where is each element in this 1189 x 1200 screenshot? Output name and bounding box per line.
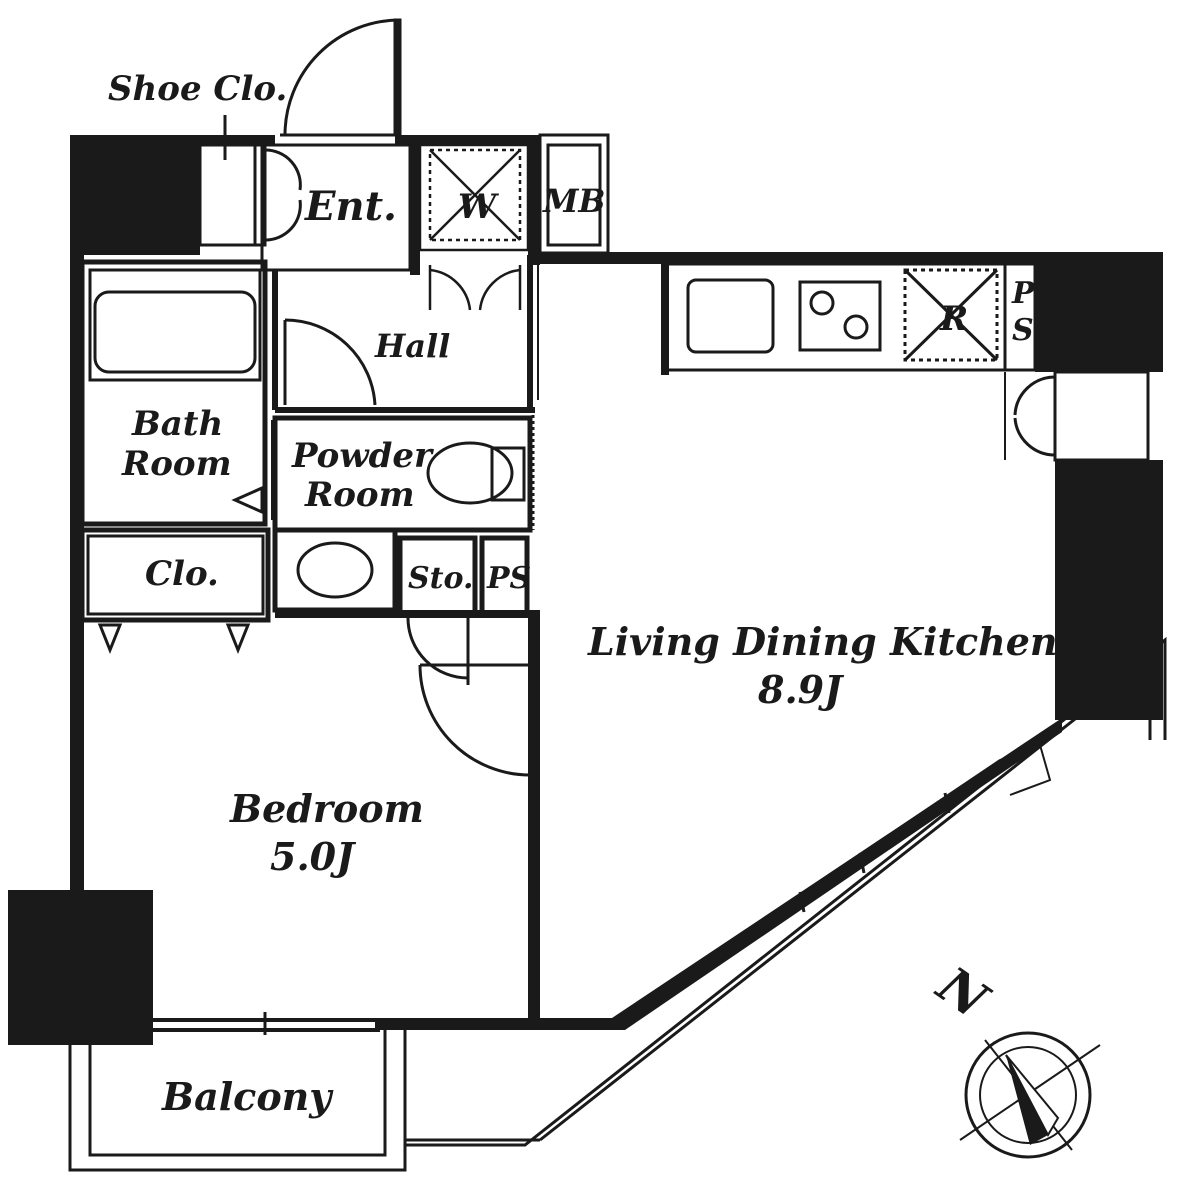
label-living-dining-kitchen-size: 8.9J bbox=[757, 667, 845, 712]
label-hall: Hall bbox=[374, 327, 450, 365]
exterior-walls bbox=[8, 135, 1163, 1045]
meter-box bbox=[538, 133, 610, 255]
closet bbox=[79, 527, 271, 655]
label-bedroom: Bedroom bbox=[229, 786, 424, 831]
label-pipe-space-kitchen-1: P bbox=[1011, 276, 1036, 311]
label-balcony: Balcony bbox=[161, 1074, 334, 1119]
bedroom-door bbox=[418, 663, 532, 777]
kitchen-side-door bbox=[1004, 370, 1150, 462]
compass-outer-ring bbox=[964, 1031, 1092, 1159]
storage bbox=[275, 535, 530, 685]
label-refrigerator: R bbox=[939, 299, 968, 339]
compass: N bbox=[926, 954, 1101, 1159]
label-living-dining-kitchen: Living Dining Kitchen bbox=[587, 619, 1058, 664]
label-bath-room-2: Room bbox=[121, 444, 232, 484]
powder-room bbox=[272, 415, 535, 533]
label-pipe-space-small: PS bbox=[486, 561, 531, 596]
room-labels: Shoe Clo. Ent. W MB Hall Bath Room Powde… bbox=[108, 69, 1058, 1119]
label-bedroom-size: 5.0J bbox=[270, 834, 357, 879]
label-shoe-closet: Shoe Clo. bbox=[108, 69, 287, 109]
label-closet: Clo. bbox=[145, 554, 219, 594]
washer-space bbox=[418, 143, 530, 311]
entrance-area bbox=[260, 143, 412, 272]
label-storage: Sto. bbox=[408, 561, 473, 596]
diagonal-windows bbox=[739, 743, 1052, 944]
bath-room bbox=[79, 259, 273, 527]
hall-area bbox=[272, 255, 539, 413]
entrance-door bbox=[280, 18, 402, 137]
label-meter-box: MB bbox=[542, 182, 605, 220]
label-entrance: Ent. bbox=[304, 183, 397, 230]
shoe-closet bbox=[198, 115, 302, 247]
compass-inner-ring bbox=[979, 1046, 1077, 1144]
kitchen-counter bbox=[661, 262, 1037, 375]
label-powder-room-1: Powder bbox=[291, 436, 434, 476]
compass-needle-icon bbox=[1006, 1055, 1048, 1145]
label-powder-room-2: Room bbox=[304, 475, 415, 515]
wash-basin bbox=[272, 527, 398, 613]
label-washer: W bbox=[458, 187, 499, 227]
label-bath-room-1: Bath bbox=[131, 404, 223, 444]
compass-north-label: N bbox=[926, 954, 1001, 1031]
label-pipe-space-kitchen-2: S bbox=[1012, 313, 1034, 348]
